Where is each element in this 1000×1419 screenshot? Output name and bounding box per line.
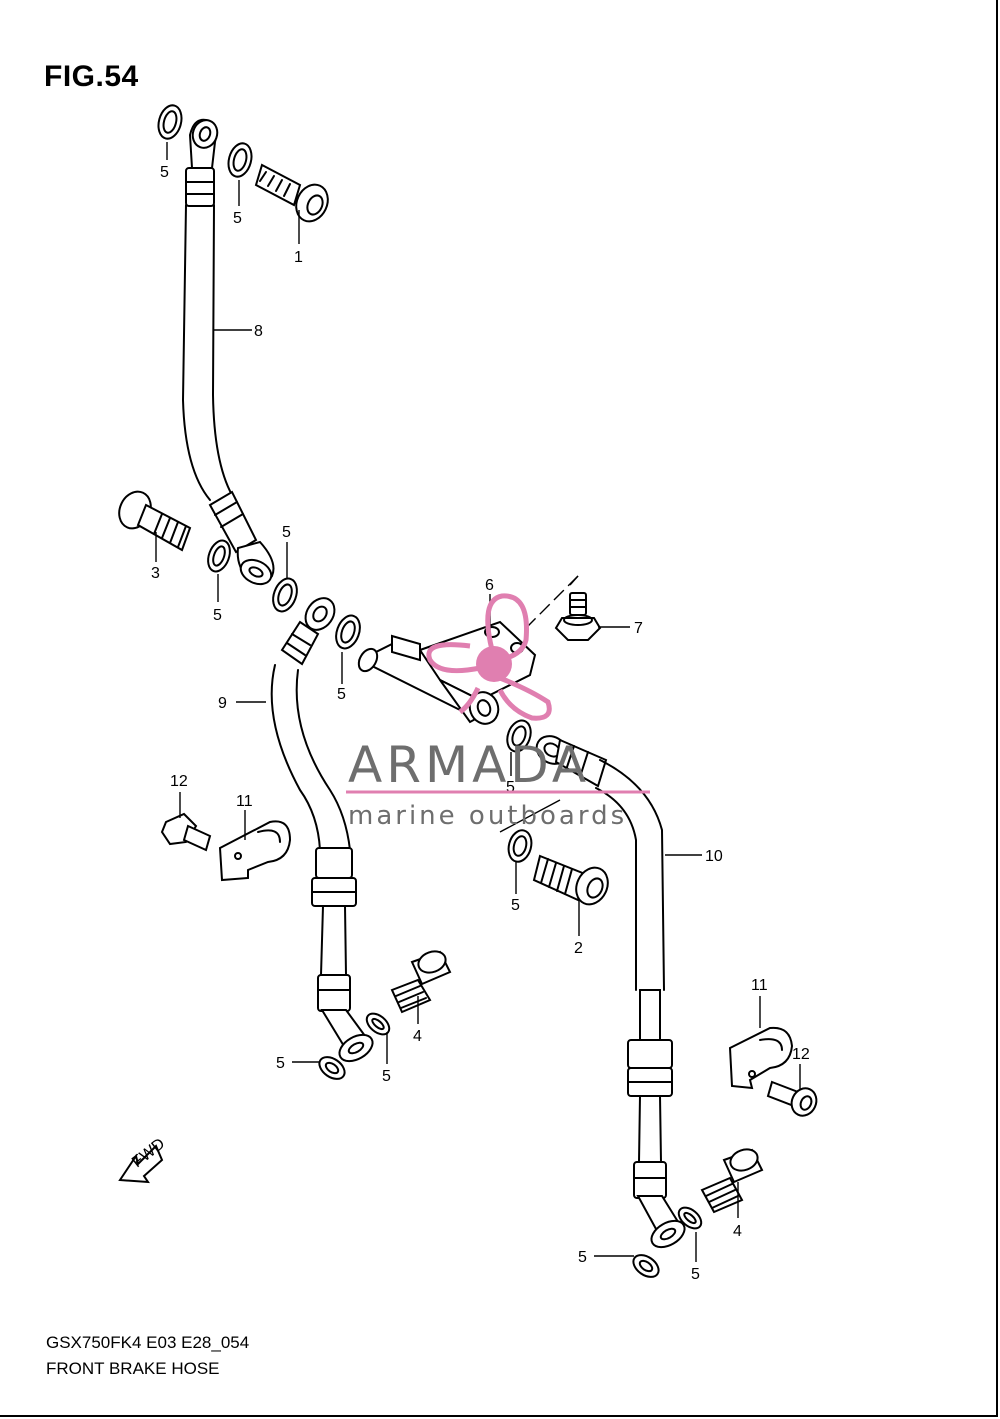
- callout-9: 9: [218, 695, 227, 712]
- propeller-hub-icon: [476, 646, 512, 682]
- callout-5: 5: [511, 897, 520, 914]
- callout-11: 11: [236, 793, 253, 810]
- washer-5-lower-left: [318, 1056, 346, 1080]
- bolt-12-left: [160, 812, 212, 852]
- callout-12: 12: [170, 773, 188, 790]
- hose-8: [182, 118, 275, 586]
- model-code: GSX750FK4 E03 E28_054: [46, 1333, 250, 1352]
- union-bolt-4-left: [390, 950, 452, 1014]
- callout-5: 5: [213, 607, 222, 624]
- union-bolt-3: [118, 490, 192, 552]
- callout-2: 2: [574, 940, 583, 957]
- callout-1: 1: [294, 249, 303, 266]
- figure-title: FIG.54: [44, 60, 139, 93]
- callout-5: 5: [160, 164, 169, 181]
- washer-joint-right: [506, 719, 532, 753]
- propeller-logo-icon: [426, 593, 552, 721]
- union-bolt-1: [254, 163, 329, 223]
- fwd-arrow-icon: FWD: [118, 1135, 168, 1184]
- callout-5: 5: [282, 524, 291, 541]
- clamp-11-left: [218, 820, 292, 882]
- washer-4-right: [677, 1206, 703, 1230]
- watermark-tagline: marine outboards: [348, 801, 627, 831]
- callout-11: 11: [751, 977, 768, 994]
- callout-5: 5: [382, 1068, 391, 1085]
- figure-caption: FRONT BRAKE HOSE: [46, 1359, 220, 1378]
- washer-hose9-top: [335, 614, 361, 650]
- clamp-11-right: [728, 1026, 794, 1090]
- watermark: ARMADA marine outboards: [346, 593, 650, 831]
- washer-mid-right: [272, 577, 298, 613]
- callout-12: 12: [792, 1046, 810, 1063]
- hose-9: [270, 597, 374, 1063]
- callout-3: 3: [151, 565, 160, 582]
- callout-5: 5: [506, 779, 515, 796]
- bolt-7: [554, 592, 602, 641]
- union-bolt-2: [532, 854, 609, 906]
- callout-4: 4: [733, 1223, 742, 1240]
- washer-top-left: [157, 104, 183, 140]
- callout-5: 5: [233, 210, 242, 227]
- callout-4: 4: [413, 1028, 422, 1045]
- callout-5: 5: [337, 686, 346, 703]
- watermark-brand: ARMADA: [348, 736, 590, 794]
- washer-top-right: [227, 142, 253, 178]
- washer-mid-left: [207, 539, 231, 573]
- washer-5-lower-right: [632, 1254, 660, 1278]
- callout-8: 8: [254, 323, 263, 340]
- hose-10: [535, 735, 686, 1249]
- washer-4-left: [365, 1012, 391, 1036]
- union-bolt-4-right: [700, 1148, 764, 1214]
- bolt-12-right: [766, 1080, 818, 1117]
- callout-6: 6: [485, 577, 494, 594]
- callout-7: 7: [634, 620, 643, 637]
- callout-5: 5: [276, 1055, 285, 1072]
- callout-10: 10: [705, 848, 723, 865]
- callout-5: 5: [578, 1249, 587, 1266]
- callout-5: 5: [691, 1266, 700, 1283]
- washer-bolt2: [507, 829, 533, 863]
